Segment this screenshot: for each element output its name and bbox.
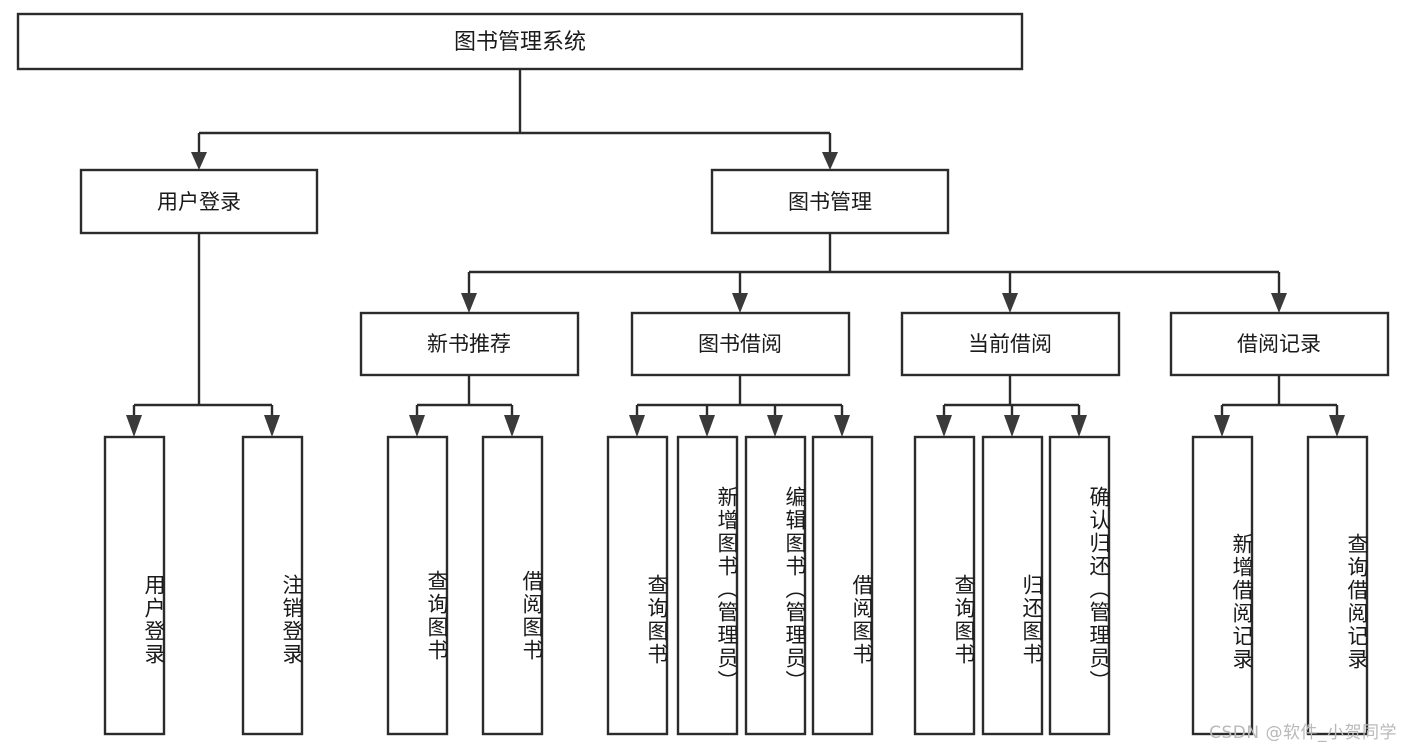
node-new-book-label: 新书推荐 — [427, 332, 511, 356]
node-new-book-box[interactable] — [359, 311, 580, 377]
arrowhead-to-book-borrow — [732, 293, 748, 313]
node-borrow-record-box[interactable] — [1169, 311, 1390, 377]
edges-borrow-record-to-leaves — [1214, 375, 1345, 437]
arrowhead-leaf-user-login-2 — [264, 415, 280, 437]
leaf-box-borrow-record-2[interactable] — [1306, 435, 1369, 736]
watermark-text: CSDN @软件_小贺同学 — [1209, 723, 1397, 743]
node-user-login[interactable]: 用户登录 — [79, 168, 319, 235]
leaf-box-current-borrow-3[interactable] — [1048, 435, 1111, 736]
node-root[interactable]: 图书管理系统 — [16, 12, 1024, 71]
arrowhead-to-new-book — [461, 293, 477, 313]
node-borrow-record[interactable]: 借阅记录 — [1169, 311, 1390, 377]
leaf-box-book-borrow-1[interactable] — [606, 435, 669, 736]
edges-new-book-to-leaves — [409, 375, 520, 437]
arrowhead-to-current-borrow — [1002, 293, 1018, 313]
arrowhead-to-book-manage — [822, 152, 838, 170]
arrowhead-leaf-current-borrow-2 — [1004, 415, 1020, 437]
node-current-borrow-box[interactable] — [900, 311, 1121, 377]
leaf-box-borrow-record-1[interactable] — [1191, 435, 1254, 736]
node-book-manage[interactable]: 图书管理 — [710, 168, 950, 235]
leaf-box-current-borrow-1[interactable] — [913, 435, 976, 736]
arrowhead-leaf-book-borrow-1 — [629, 415, 645, 437]
node-book-manage-box[interactable] — [710, 168, 950, 235]
arrowhead-leaf-user-login-1 — [126, 415, 142, 437]
edges-current-borrow-to-leaves — [936, 375, 1087, 437]
arrowhead-leaf-current-borrow-1 — [936, 415, 952, 437]
edges-book-borrow-to-leaves — [629, 375, 850, 437]
node-current-borrow[interactable]: 当前借阅 — [900, 311, 1121, 377]
arrowhead-to-user-login — [191, 152, 207, 170]
node-user-login-label: 用户登录 — [157, 190, 241, 214]
arrowhead-leaf-current-borrow-3 — [1071, 415, 1087, 437]
node-root-label: 图书管理系统 — [454, 30, 586, 55]
leaf-box-book-borrow-3[interactable] — [744, 435, 807, 736]
arrowhead-leaf-new-book-2 — [504, 415, 520, 437]
leaf-box-new-book-1[interactable] — [386, 435, 449, 736]
leaf-box-user-login-1[interactable] — [103, 435, 166, 736]
node-borrow-record-label: 借阅记录 — [1237, 332, 1321, 356]
node-book-manage-label: 图书管理 — [788, 190, 872, 214]
arrowhead-leaf-book-borrow-3 — [767, 415, 783, 437]
leaf-box-user-login-2[interactable] — [241, 435, 304, 736]
arrowhead-leaf-book-borrow-4 — [834, 415, 850, 437]
edges-root-to-level2 — [191, 69, 838, 170]
arrowhead-leaf-new-book-1 — [409, 415, 425, 437]
leaf-box-current-borrow-2[interactable] — [981, 435, 1044, 736]
leaf-box-book-borrow-2[interactable] — [676, 435, 739, 736]
arrowhead-leaf-borrow-record-1 — [1214, 415, 1230, 437]
arrowhead-leaf-book-borrow-2 — [699, 415, 715, 437]
leaf-box-new-book-2[interactable] — [481, 435, 544, 736]
node-book-borrow-label: 图书借阅 — [698, 332, 782, 356]
leaf-box-book-borrow-4[interactable] — [811, 435, 874, 736]
node-new-book[interactable]: 新书推荐 — [359, 311, 580, 377]
node-book-borrow-box[interactable] — [630, 311, 851, 377]
edges-user-login-to-leaves — [126, 233, 280, 437]
edges-book-manage-to-level3 — [461, 233, 1287, 313]
node-current-borrow-label: 当前借阅 — [968, 332, 1052, 356]
node-root-box[interactable] — [16, 12, 1024, 71]
arrowhead-to-borrow-record — [1271, 293, 1287, 313]
leaf-boxes — [103, 435, 1369, 736]
arrowhead-leaf-borrow-record-2 — [1329, 415, 1345, 437]
node-book-borrow[interactable]: 图书借阅 — [630, 311, 851, 377]
